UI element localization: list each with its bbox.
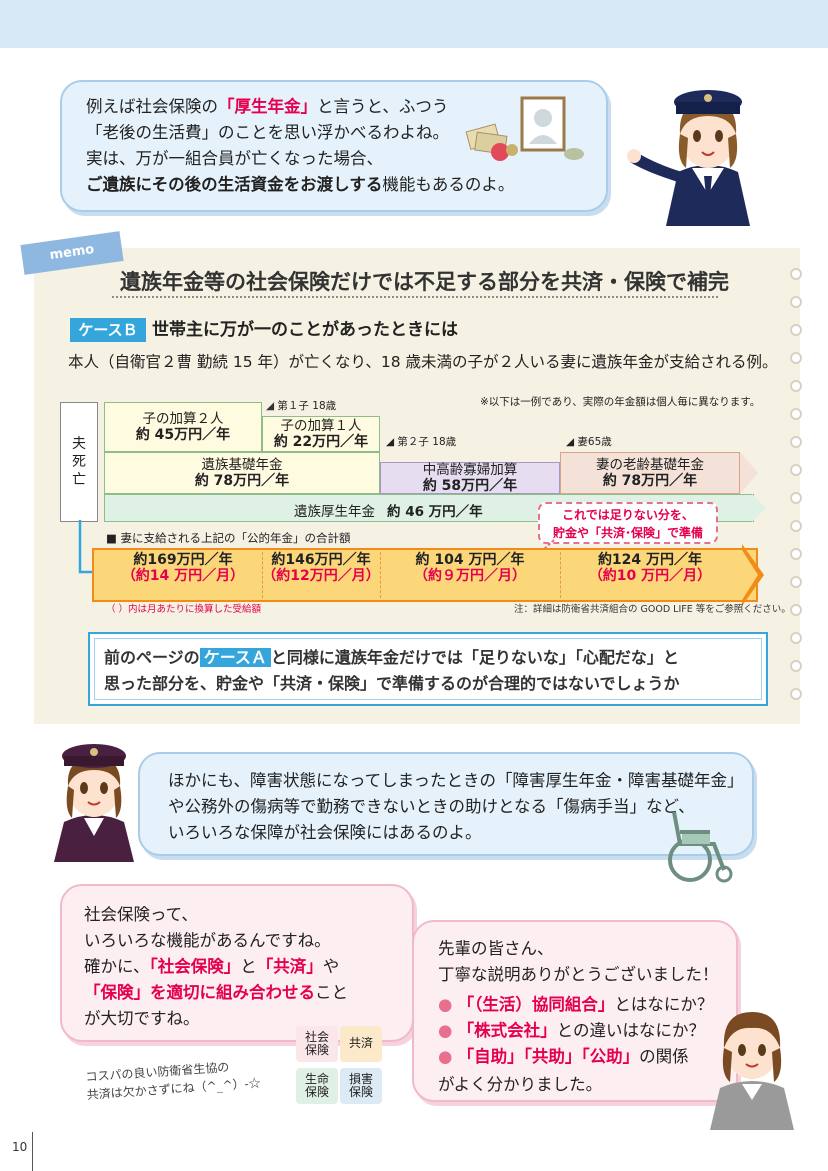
- left-bubble-line-2: いろいろな機能があるんですね。: [84, 931, 331, 950]
- binder-ring: [790, 660, 802, 672]
- grateful-speech-bubble-left: 社会保険って、 いろいろな機能があるんですね。 確かに、「社会保険」と「共済」や…: [60, 884, 414, 1042]
- wheelchair-icon: [668, 811, 733, 883]
- husband-death-box: 夫死亡: [60, 402, 98, 522]
- right-bubble-line-1: 先輩の皆さん、: [438, 939, 554, 958]
- title-underline: [112, 296, 718, 298]
- binder-ring: [790, 352, 802, 364]
- binder-ring: [790, 324, 802, 336]
- memorial-illustration: [465, 96, 584, 161]
- left-bubble-line-5: が大切ですね。: [84, 1009, 200, 1028]
- case-b-badge: ケースＢ: [70, 318, 146, 342]
- total-divider: [262, 552, 263, 598]
- survivor-employees-pension-arrow-head: [752, 494, 766, 522]
- puzzle-piece-property-insurance: 損害保険: [340, 1068, 382, 1104]
- case-b-title: 世帯主に万が一のことがあったときには: [152, 320, 458, 340]
- binder-ring: [790, 296, 802, 308]
- right-bubble-bullet-2: ● 「株式会社」との違いはなにか？: [438, 1021, 705, 1040]
- female-officer-character: [627, 90, 750, 226]
- total-caption: ■ 妻に支給される上記の「公的年金」の合計額: [106, 531, 351, 545]
- disability-line-1: ほかにも、障害状態になってしまったときの「障害厚生年金・障害基礎年金」: [168, 771, 744, 790]
- child-addition-1-box: 子の加算１人約 22万円／年: [262, 416, 380, 452]
- example-description: 本人（自衛官２曹 勤続 15 年）が亡くなり、18 歳未満の子が２人いる妻に遺族…: [68, 353, 778, 371]
- header-band: [0, 0, 828, 48]
- survivor-employees-pension-label: 遺族厚生年金約 46 万円／年: [294, 504, 483, 520]
- survivor-basic-pension-box: 遺族基礎年金約 78万円／年: [104, 452, 380, 494]
- right-bubble-line-2: 丁寧な説明ありがとうございました！: [438, 965, 719, 984]
- widow-addition-box: 中高齢寡婦加算約 58万円／年: [380, 462, 560, 494]
- total-amount-band: [92, 548, 758, 602]
- wife-old-age-pension-box: 妻の老齢基礎年金約 78万円／年: [560, 452, 740, 494]
- binder-ring: [790, 688, 802, 700]
- disability-speech-bubble: ほかにも、障害状態になってしまったときの「障害厚生年金・障害基礎年金」 や公務外…: [138, 752, 754, 856]
- left-bubble-line-3: 確かに、「社会保険」と「共済」や: [84, 957, 340, 976]
- child-addition-2-box: 子の加算２人約 45万円／年: [104, 402, 262, 452]
- milestone-first-child: ◢ 第１子 18歳: [266, 400, 337, 412]
- memo-title: 遺族年金等の社会保険だけでは不足する部分を共済・保険で補完: [120, 270, 729, 294]
- total-arrow-inner: [742, 550, 758, 600]
- intro-speech-bubble: 例えば社会保険の「厚生年金」と言うと、ふつう 「老後の生活費」のことを思い浮かべ…: [60, 80, 608, 212]
- disability-line-2: や公務外の傷病等で勤務できないときの助けとなる「傷病手当」など、: [168, 797, 695, 816]
- page-number-divider: [32, 1132, 33, 1171]
- binder-ring: [790, 548, 802, 560]
- grateful-speech-bubble-right: 先輩の皆さん、 丁寧な説明ありがとうございました！ ● 「（生活）協同組合」とは…: [412, 920, 738, 1102]
- total-divider: [560, 552, 561, 598]
- binder-ring: [790, 604, 802, 616]
- binder-ring: [790, 632, 802, 644]
- wife-pension-arrow-head: [740, 452, 758, 494]
- right-bubble-line-last: がよく分かりました。: [438, 1075, 603, 1094]
- page-number: 10: [12, 1140, 28, 1154]
- senior-officer-character: [54, 744, 134, 862]
- puzzle-piece-life-insurance: 生命保険: [296, 1068, 338, 1104]
- footnote-monthly: （ ）内は月あたりに換算した受給額: [106, 604, 262, 615]
- total-period-1: 約169万円／年 （約14 万円／月）: [121, 552, 245, 585]
- summary-inner-border: [94, 638, 762, 700]
- summary-box: [88, 632, 768, 706]
- binder-ring: [790, 380, 802, 392]
- binder-ring: [790, 576, 802, 588]
- total-divider: [380, 552, 381, 598]
- total-period-3: 約 104 万円／年 （約９万円／月）: [414, 552, 526, 585]
- footnote-reference: 注：詳細は防衛省共済組合の GOOD LIFE 等をご参照ください。: [514, 604, 791, 615]
- intro-line-3: 実は、万が一組合員が亡くなった場合、: [86, 149, 383, 168]
- binder-ring: [790, 464, 802, 476]
- intro-line-2: 「老後の生活費」のことを思い浮かべるわよね。: [86, 123, 449, 142]
- binder-ring: [790, 520, 802, 532]
- disclaimer-note: ※以下は一例であり、実際の年金額は個人毎に異なります。: [480, 396, 761, 408]
- binder-ring: [790, 268, 802, 280]
- binder-ring: [790, 408, 802, 420]
- right-bubble-bullet-1: ● 「（生活）協同組合」とはなにか？: [438, 995, 714, 1014]
- intro-line-4: ご遺族にその後の生活資金をお渡しする機能もあるのよ。: [86, 175, 515, 194]
- left-bubble-line-1: 社会保険って、: [84, 905, 198, 924]
- summary-line-2: 思った部分を、貯金や「共済・保険」で準備するのが合理的ではないでしょうか: [104, 674, 680, 693]
- left-bubble-line-4: 「保険」を適切に組み合わせること: [84, 983, 348, 1002]
- disability-line-3: いろいろな保障が社会保険にはあるのよ。: [168, 823, 482, 842]
- binder-ring: [790, 436, 802, 448]
- intro-line-1: 例えば社会保険の「厚生年金」と言うと、ふつう: [86, 97, 449, 116]
- total-period-4: 約124 万円／年 （約10 万円／月）: [588, 552, 712, 585]
- binder-ring: [790, 492, 802, 504]
- handwritten-note: コスパの良い防衛省生協の 共済は欠かさずにね（^_^）-☆: [85, 1060, 262, 1103]
- junior-staff-character: [710, 1012, 794, 1130]
- milestone-second-child: ◢ 第２子 18歳: [386, 436, 457, 448]
- puzzle-piece-mutual-aid: 共済: [340, 1026, 382, 1062]
- right-bubble-bullet-3: ● 「自助」「共助」「公助」の関係: [438, 1047, 689, 1066]
- total-period-2: 約146万円／年 （約12万円／月）: [262, 552, 380, 585]
- shortfall-callout: これでは足りない分を、 貯金や「共済･保険」で準備: [538, 502, 718, 544]
- puzzle-piece-social-insurance: 社会保険: [296, 1026, 338, 1062]
- milestone-wife-65: ◢ 妻65歳: [566, 436, 612, 448]
